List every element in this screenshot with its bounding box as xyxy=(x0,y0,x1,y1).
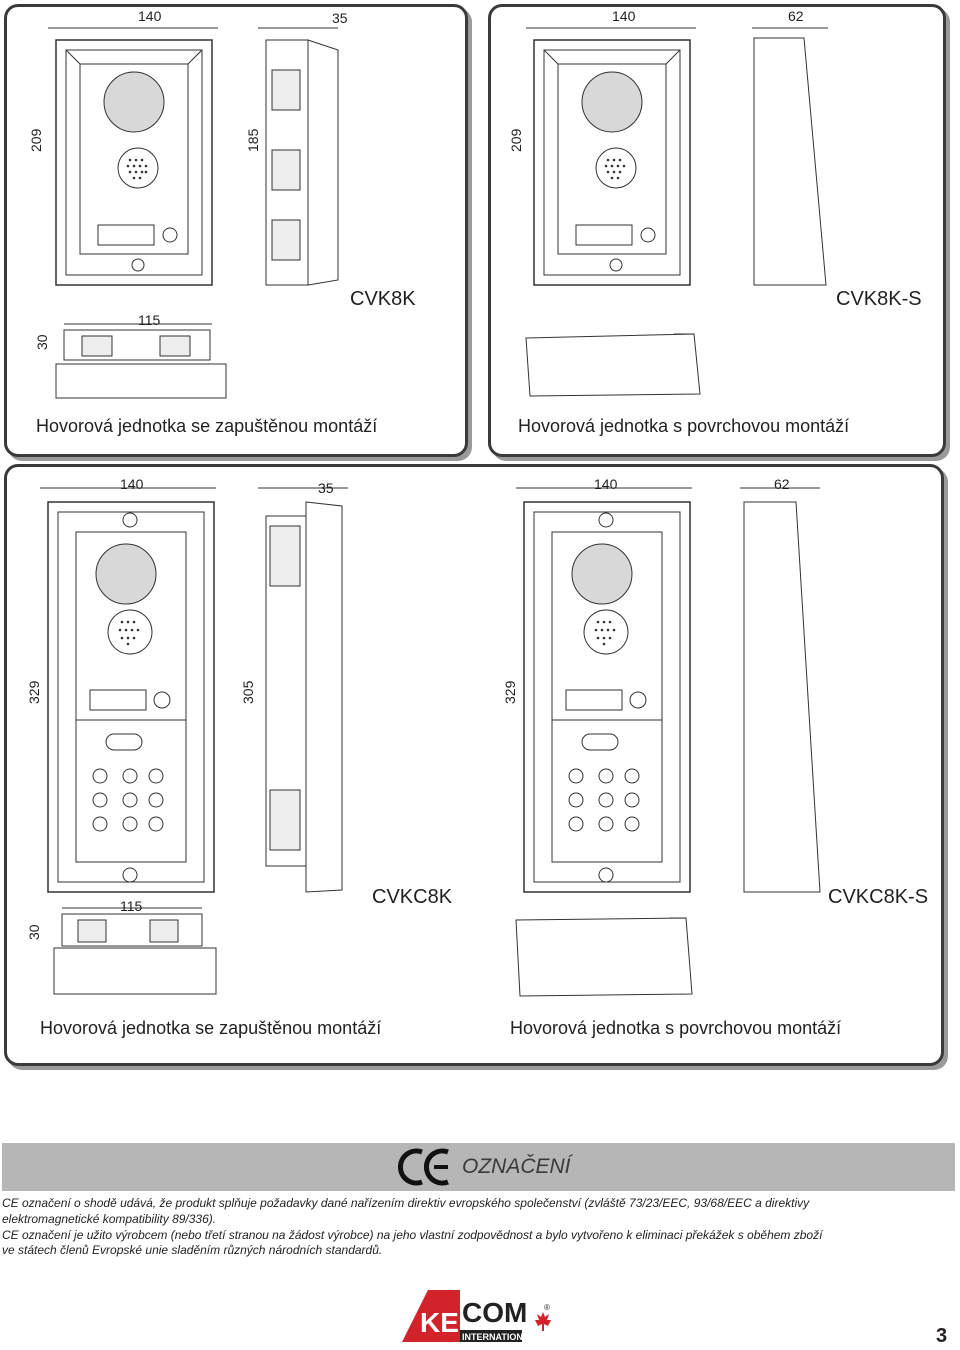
caption-surface-mount: Hovorová jednotka s povrchovou montáží xyxy=(518,416,850,436)
ce-paragraph-line: CE označení je užito výrobcem (nebo třet… xyxy=(2,1228,823,1242)
dim-width: 140 xyxy=(138,8,162,24)
caption-flush-mount: Hovorová jednotka se zapuštěnou montáží xyxy=(36,416,378,436)
dim-depth: 62 xyxy=(788,8,804,24)
cvkc8k-s-base-view xyxy=(515,917,693,997)
cvkc8k-s-side-view xyxy=(740,487,821,893)
page-number: 3 xyxy=(936,1325,948,1347)
ce-paragraph-line: ve státech členů Evropské unie sladěním … xyxy=(2,1243,383,1257)
svg-text:®: ® xyxy=(544,1303,550,1312)
ce-paragraph-line: elektromagnetické kompatibility 89/336). xyxy=(2,1212,217,1226)
dim-body-height: 185 xyxy=(245,128,261,152)
model-name: CVK8K-S xyxy=(836,288,922,310)
ce-section-header xyxy=(2,1143,955,1191)
dim-base-height: 30 xyxy=(34,334,50,350)
cvkc8k-side-view xyxy=(258,487,348,893)
caption-flush-mount: Hovorová jednotka se zapuštěnou montáží xyxy=(40,1018,382,1038)
dim-height: 209 xyxy=(508,128,524,152)
kelcom-logo: KEL COM INTERNATIONAL ® xyxy=(402,1290,551,1342)
cvk8k-s-base-view xyxy=(525,333,701,397)
cvk8k-base-view xyxy=(55,323,227,399)
ce-paragraph-line: CE označení o shodě udává, že produkt sp… xyxy=(2,1196,810,1210)
cvk8k-s-front-view xyxy=(526,27,696,286)
dim-body-height: 305 xyxy=(240,680,256,704)
cvkc8k-base-view xyxy=(53,907,217,995)
dim-base-height: 30 xyxy=(26,924,42,940)
model-name: CVKC8K xyxy=(372,886,453,908)
logo-brand-part: COM xyxy=(462,1297,527,1328)
dim-depth: 35 xyxy=(318,480,334,496)
ce-section-title: OZNAČENÍ xyxy=(462,1155,571,1178)
cvkc8k-s-front-view xyxy=(516,487,692,893)
dim-width: 140 xyxy=(594,476,618,492)
dim-height: 209 xyxy=(28,128,44,152)
model-name: CVKC8K-S xyxy=(828,886,929,908)
logo-sub: INTERNATIONAL xyxy=(462,1332,535,1342)
dim-height: 329 xyxy=(502,680,518,704)
ce-mark-icon xyxy=(398,1148,449,1186)
cvk8k-front-view xyxy=(48,27,218,286)
dim-width: 140 xyxy=(612,8,636,24)
dim-height: 329 xyxy=(26,680,42,704)
cvk8k-s-side-view xyxy=(752,27,828,286)
dim-base-width: 115 xyxy=(120,898,143,914)
cvk8k-side-view xyxy=(258,27,339,286)
cvkc8k-front-view xyxy=(40,487,216,893)
dim-base-width: 115 xyxy=(138,312,161,328)
dim-depth: 62 xyxy=(774,476,790,492)
dim-depth: 35 xyxy=(332,10,348,26)
model-name: CVK8K xyxy=(350,288,416,310)
dim-width: 140 xyxy=(120,476,144,492)
caption-surface-mount: Hovorová jednotka s povrchovou montáží xyxy=(510,1018,842,1038)
